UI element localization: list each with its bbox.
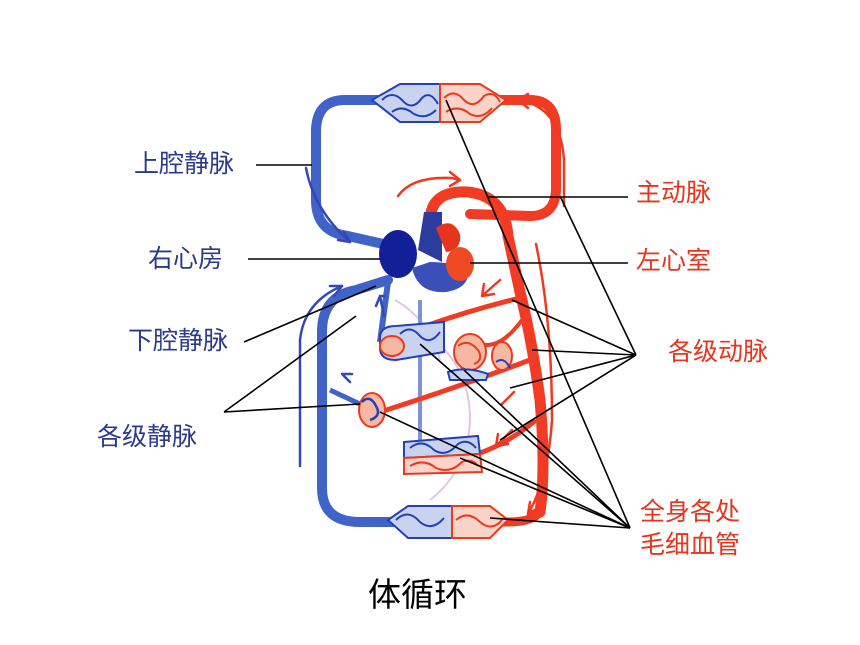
capillary-bed-gut bbox=[379, 320, 445, 362]
capillary-bed-kidney-right bbox=[491, 341, 513, 371]
figure-caption: 体循环 bbox=[368, 575, 467, 614]
vein-branch-kidney bbox=[328, 387, 364, 408]
label-arteries: 各级动脉 bbox=[668, 337, 769, 366]
left-atrium-shape bbox=[436, 223, 461, 252]
label-capillaries-line1: 全身各处 bbox=[640, 497, 741, 526]
label-capillaries-line2: 毛细血管 bbox=[640, 530, 741, 559]
flow-arrows-blue bbox=[298, 166, 386, 468]
label-veins: 各级静脉 bbox=[97, 422, 198, 451]
capillary-bed-kidney-left bbox=[358, 392, 386, 428]
label-superior-vena-cava: 上腔静脉 bbox=[134, 149, 235, 178]
left-ventricle-shape bbox=[446, 247, 474, 281]
flow-arrows-red bbox=[396, 92, 566, 516]
leader-lines bbox=[223, 99, 637, 529]
pulmonary-vessel bbox=[418, 212, 442, 262]
label-capillaries: 全身各处 毛细血管 bbox=[640, 495, 740, 561]
label-right-atrium: 右心房 bbox=[148, 244, 224, 273]
vein-upper-loop bbox=[311, 95, 400, 251]
label-aorta: 主动脉 bbox=[636, 178, 712, 207]
capillary-bed-legs bbox=[386, 505, 510, 539]
capillary-bed-head bbox=[370, 83, 508, 123]
artery-branch-3 bbox=[379, 357, 531, 415]
artery-upper-loop bbox=[465, 95, 561, 222]
right-atrium-shape bbox=[379, 230, 417, 278]
label-left-ventricle: 左心室 bbox=[636, 246, 712, 275]
label-inferior-vena-cava: 下腔静脉 bbox=[128, 326, 229, 355]
vein-lower-loop bbox=[317, 275, 400, 527]
aortic-arch bbox=[424, 186, 549, 518]
